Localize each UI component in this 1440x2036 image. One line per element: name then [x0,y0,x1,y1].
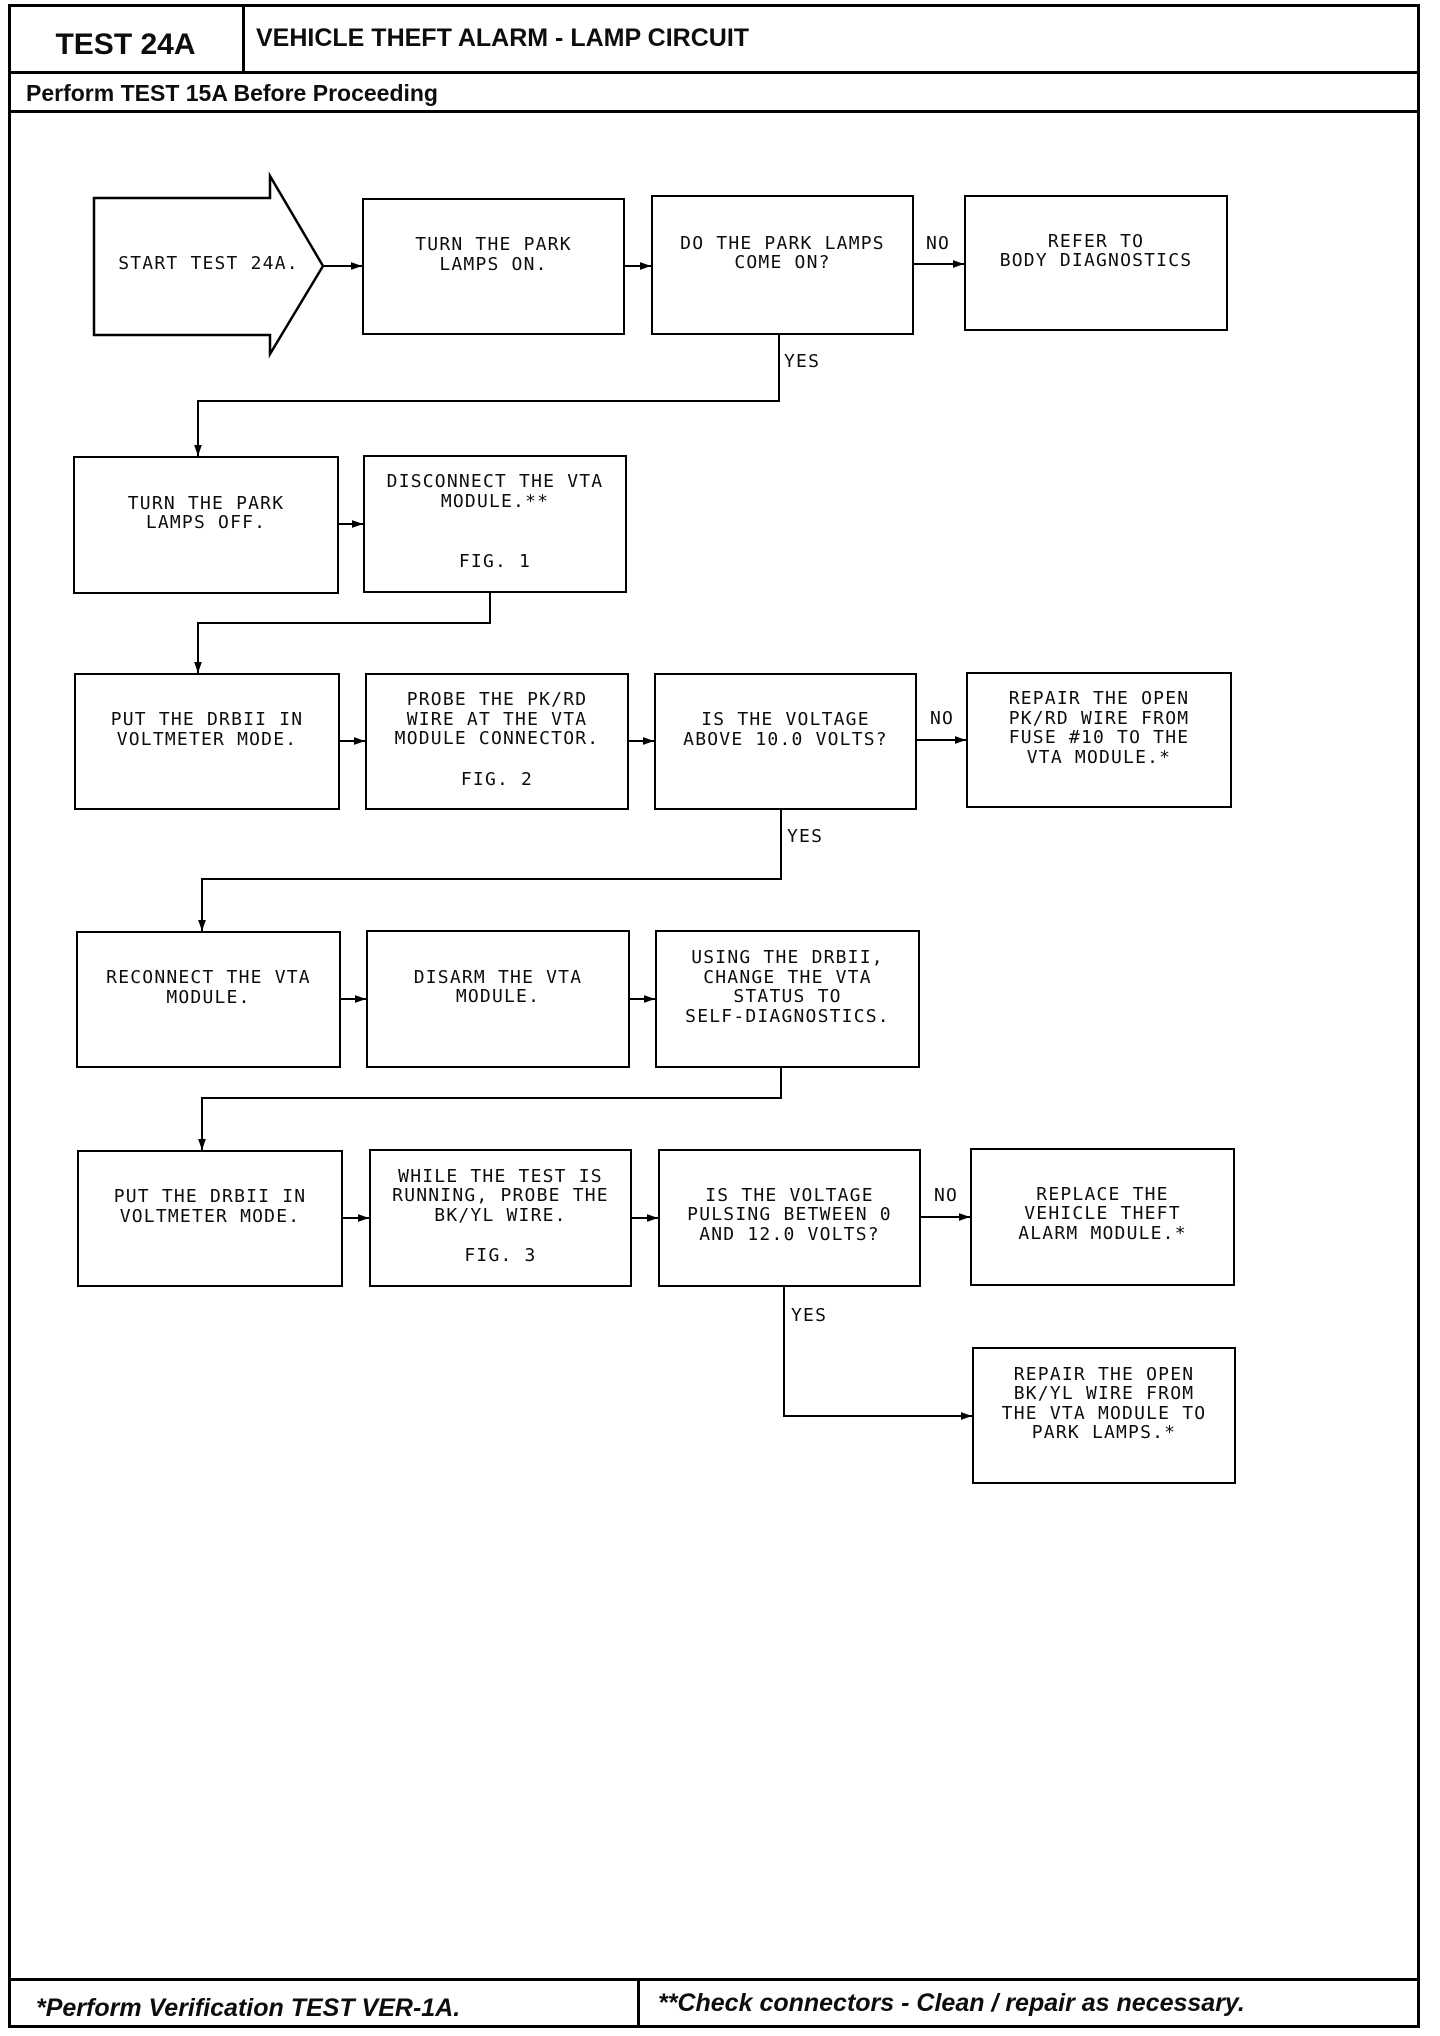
decision-text-line: PULSING BETWEEN 0 [687,1204,892,1226]
step-text-line: PUT THE DRBII IN [110,709,304,730]
step-turn-park-lamps-on: TURN THE PARK LAMPS ON. [362,198,625,335]
decision-voltage-above-10: IS THE VOLTAGE ABOVE 10.0 VOLTS? [654,673,917,810]
step-text-line: RUNNING, PROBE THE [392,1185,609,1206]
step-text-line: MODULE.** [440,490,550,512]
step-text-line: WIRE AT THE VTA [406,708,588,730]
branch-label-no: NO [930,708,955,729]
step-text-line: BODY DIAGNOSTICS [999,250,1193,271]
step-text-line: MODULE CONNECTOR. [394,728,600,749]
prerequisite-divider [8,110,1420,113]
step-reconnect-vta-module: RECONNECT THE VTA MODULE. [76,931,341,1068]
figure-reference: FIG. 2 [460,768,534,790]
branch-label-yes: YES [791,1305,828,1326]
step-text-line: FUSE #10 TO THE [1008,727,1190,748]
step-repair-pk-rd-wire: REPAIR THE OPEN PK/RD WIRE FROM FUSE #10… [966,672,1232,808]
step-text-line: CHANGE THE VTA [703,966,872,988]
step-text-line: REPLACE THE [1036,1183,1169,1205]
connector-note: **Check connectors - Clean / repair as n… [658,1989,1245,2017]
step-probe-pk-rd-wire: PROBE THE PK/RD WIRE AT THE VTA MODULE C… [365,673,629,810]
branch-label-no: NO [934,1185,959,1206]
step-text-line: MODULE. [166,986,251,1008]
step-text-line: REPAIR THE OPEN [1013,1363,1195,1385]
test-id-cell-divider [242,4,245,72]
step-text-line: VTA MODULE.* [1026,746,1172,768]
header-divider [8,71,1420,74]
step-text-line: SELF-DIAGNOSTICS. [685,1005,890,1027]
step-text-line: REPAIR THE OPEN [1008,688,1190,709]
start-label: START TEST 24A. [118,253,299,274]
step-text-line: TURN THE PARK [415,234,572,255]
page-title: VEHICLE THEFT ALARM - LAMP CIRCUIT [256,23,750,52]
step-text-line: MODULE. [455,986,541,1007]
arrow-voltage-question-yes [198,810,782,931]
step-text-line: VEHICLE THEFT [1024,1203,1181,1225]
step-text-line: PK/RD WIRE FROM [1008,707,1190,729]
step-text-line: PROBE THE PK/RD [406,689,588,710]
branch-label-yes: YES [784,351,821,372]
step-text-line: REFER TO [1047,230,1145,252]
decision-text-line: IS THE VOLTAGE [705,1184,874,1206]
step-self-diagnostics: USING THE DRBII, CHANGE THE VTA STATUS T… [655,930,920,1068]
start-arrow-shape [92,171,325,359]
decision-text-line: AND 12.0 VOLTS? [699,1223,880,1245]
step-drbii-voltmeter-mode-1: PUT THE DRBII IN VOLTMETER MODE. [74,673,340,810]
arrow-disconnect-to-voltmeter-1 [194,593,491,673]
step-text-line: DISCONNECT THE VTA [386,471,604,493]
step-text-line: LAMPS OFF. [145,512,267,533]
step-text-line: PUT THE DRBII IN [113,1186,307,1207]
step-disarm-vta-module: DISARM THE VTA MODULE. [366,930,630,1068]
step-text-line: BK/YL WIRE FROM [1013,1383,1195,1404]
footer-cell-divider [637,1979,640,2028]
decision-text-line: IS THE VOLTAGE [701,709,870,730]
step-text-line: VOLTMETER MODE. [119,1205,301,1227]
figure-reference: FIG. 3 [464,1245,537,1266]
step-text-line: LAMPS ON. [439,253,548,275]
step-refer-body-diagnostics: REFER TO BODY DIAGNOSTICS [964,195,1228,331]
decision-text-line: COME ON? [734,252,831,273]
verification-note: *Perform Verification TEST VER-1A. [36,1994,461,2022]
step-text-line: PARK LAMPS.* [1031,1422,1177,1443]
figure-reference: FIG. 1 [458,551,532,573]
step-text-line: WHILE THE TEST IS [398,1165,603,1187]
step-text-line: BK/YL WIRE. [434,1204,567,1226]
step-text-line: USING THE DRBII, [691,947,884,968]
step-text-line: DISARM THE VTA [413,966,583,988]
step-text-line: VOLTMETER MODE. [116,728,298,750]
step-text-line: STATUS TO [733,986,842,1007]
test-id: TEST 24A [55,28,196,61]
step-replace-alarm-module: REPLACE THE VEHICLE THEFT ALARM MODULE.* [970,1148,1235,1286]
prerequisite-note: Perform TEST 15A Before Proceeding [26,80,438,106]
step-repair-bk-yl-wire: REPAIR THE OPEN BK/YL WIRE FROM THE VTA … [972,1347,1236,1484]
step-drbii-voltmeter-mode-2: PUT THE DRBII IN VOLTMETER MODE. [77,1150,343,1287]
arrow-pulsing-question-yes [783,1287,972,1420]
step-text-line: TURN THE PARK [127,492,285,514]
step-text-line: RECONNECT THE VTA [106,967,311,988]
arrow-self-diagnostics-to-voltmeter-2 [198,1068,782,1150]
arrow-lamps-question-yes [194,335,780,456]
decision-text-line: ABOVE 10.0 VOLTS? [683,728,888,750]
footer-divider [8,1978,1420,1981]
step-disconnect-vta-module: DISCONNECT THE VTA MODULE.** FIG. 1 [363,455,627,593]
branch-label-no: NO [926,233,951,254]
branch-label-yes: YES [787,826,824,847]
step-probe-bk-yl-wire: WHILE THE TEST IS RUNNING, PROBE THE BK/… [369,1149,632,1287]
decision-text-line: DO THE PARK LAMPS [680,232,885,254]
decision-voltage-pulsing: IS THE VOLTAGE PULSING BETWEEN 0 AND 12.… [658,1149,921,1287]
decision-park-lamps-on: DO THE PARK LAMPS COME ON? [651,195,914,335]
page-frame [8,4,1420,2028]
step-text-line: ALARM MODULE.* [1018,1222,1187,1244]
step-turn-park-lamps-off: TURN THE PARK LAMPS OFF. [73,456,339,594]
step-text-line: THE VTA MODULE TO [1001,1402,1207,1424]
